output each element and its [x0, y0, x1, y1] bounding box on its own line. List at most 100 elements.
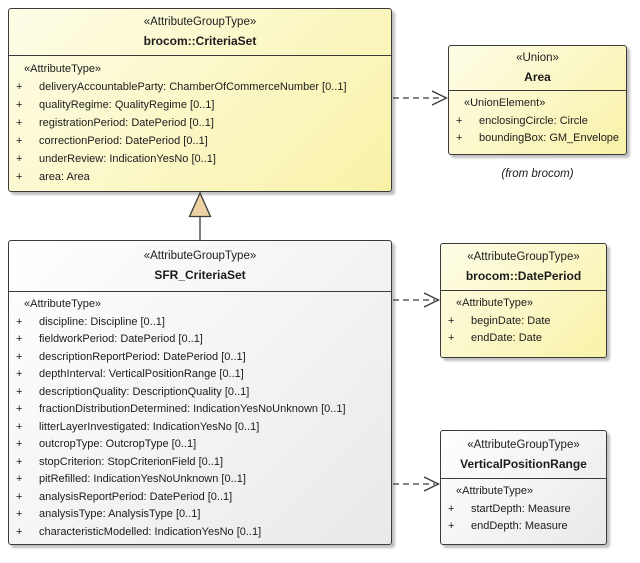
attribute-row: +area: Area [9, 168, 391, 186]
attribute-text: beginDate: Date [471, 314, 551, 327]
attribute-text: startDepth: Measure [471, 502, 571, 515]
class-header: «Union» Area [449, 46, 626, 91]
class-attribute-compartment: «AttributeType» + startDepth: Measure + end… [441, 479, 606, 536]
attribute-row: + correctionPeriod: DatePeriod [0..1] [9, 132, 391, 150]
class-name: Area [524, 70, 551, 84]
attribute-text: discipline: Discipline [0..1] [39, 315, 165, 328]
attribute-row: +registrationPeriod: DatePeriod [0..1] [9, 114, 391, 132]
class-box-brocom-criteriaset[interactable]: «AttributeGroupType» brocom::CriteriaSet… [8, 8, 392, 192]
attribute-text: qualityRegime: QualityRegime [0..1] [39, 99, 215, 111]
class-box-verticalpositionrange[interactable]: «AttributeGroupType» VerticalPositionRan… [440, 430, 607, 545]
attribute-text: fieldworkPeriod: DatePeriod [0..1] [39, 333, 203, 345]
dependency-arrow-criteriaset-to-area [393, 90, 448, 106]
visibility-marker: + [16, 403, 23, 415]
attribute-section-label: «UnionElement» [464, 97, 546, 109]
class-name: brocom::DatePeriod [465, 269, 582, 283]
attribute-text: stopCriterion: StopCriterionField [0..1] [39, 455, 224, 468]
attribute-text: descriptionQuality: DescriptionQuality [… [39, 385, 250, 398]
attribute-section-label: «AttributeType» [24, 298, 102, 310]
class-attribute-compartment: «AttributeType» + discipline: Discipline … [9, 292, 391, 541]
attribute-text: registrationPeriod: DatePeriod [0..1] [39, 117, 214, 129]
attribute-text: analysisReportPeriod: DatePeriod [0..1] [39, 490, 233, 503]
visibility-marker: + [448, 332, 455, 344]
dependency-arrow-sfr-to-dateperiod [393, 292, 440, 308]
attribute-text: correctionPeriod: DatePeriod [0..1] [39, 135, 208, 147]
attribute-list: + deliveryAccountableParty: ChamberOfComm… [9, 78, 391, 186]
attribute-section-label: «AttributeType» [456, 485, 534, 497]
class-header: «AttributeGroupType» SFR_CriteriaSet [9, 241, 391, 292]
visibility-marker: + [16, 438, 23, 450]
visibility-marker: + [16, 350, 23, 363]
attribute-text: depthInterval: VerticalPositionRange [0.… [39, 368, 244, 380]
attribute-text: outcropType: OutcropType [0..1] [39, 438, 197, 450]
class-header: «AttributeGroupType» brocom::CriteriaSet [9, 9, 391, 56]
attribute-row: +analysisType: AnalysisType [0..1] [9, 506, 391, 524]
visibility-marker: + [16, 420, 23, 433]
attribute-row: + deliveryAccountableParty: ChamberOfComm… [9, 78, 391, 96]
visibility-marker: + [448, 314, 455, 327]
attribute-section-label: «AttributeType» [456, 297, 534, 309]
attribute-row: + characteristicModelled: IndicationYesNo… [9, 524, 391, 542]
attribute-row: + descriptionReportPeriod: DatePeriod [0.… [9, 349, 391, 367]
visibility-marker: + [456, 114, 463, 127]
visibility-marker: + [16, 455, 23, 468]
visibility-marker: + [16, 135, 23, 147]
class-name: brocom::CriteriaSet [143, 34, 257, 48]
class-box-sfr-criteriaset[interactable]: «AttributeGroupType» SFR_CriteriaSet «At… [8, 240, 392, 545]
attribute-text: pitRefilled: IndicationYesNoUnknown [0..… [39, 473, 246, 485]
class-box-area[interactable]: «Union» Area «UnionElement» +enclosingCi… [448, 45, 627, 155]
attribute-text: boundingBox: GM_Envelope [479, 132, 620, 144]
attribute-row: +enclosingCircle: Circle [449, 113, 626, 131]
class-attribute-compartment: «UnionElement» +enclosingCircle: Circle+… [449, 91, 626, 148]
visibility-marker: + [16, 385, 23, 398]
visibility-marker: + [16, 508, 23, 520]
attribute-section-label: «AttributeType» [24, 63, 102, 75]
class-header: «AttributeGroupType» brocom::DatePeriod [441, 244, 606, 291]
attribute-row: + endDate: Date [441, 330, 606, 348]
visibility-marker: + [16, 171, 23, 183]
attribute-text: litterLayerInvestigated: IndicationYesNo… [39, 420, 260, 433]
class-stereotype: «AttributeGroupType» [467, 438, 580, 451]
attribute-row: + underReview: IndicationYesNo [0..1] [9, 150, 391, 168]
visibility-marker: + [448, 520, 455, 532]
attribute-row: + qualityRegime: QualityRegime [0..1] [9, 96, 391, 114]
attribute-text: deliveryAccountableParty: ChamberOfComme… [39, 81, 347, 93]
class-name: VerticalPositionRange [460, 456, 587, 471]
class-attribute-compartment: «AttributeType» + deliveryAccountablePart… [9, 56, 391, 186]
visibility-marker: + [16, 81, 23, 93]
visibility-marker: + [16, 368, 23, 380]
attribute-list: +enclosingCircle: Circle+boundingBox: GM… [449, 113, 626, 148]
class-stereotype: «AttributeGroupType» [143, 250, 257, 262]
visibility-marker: + [16, 473, 23, 485]
attribute-row: + pitRefilled: IndicationYesNoUnknown [0.… [9, 471, 391, 489]
attribute-list: + startDepth: Measure + endDepth: Measure [441, 501, 606, 536]
attribute-list: + discipline: Discipline [0..1] + fieldwork… [9, 314, 391, 542]
visibility-marker: + [16, 333, 23, 345]
attribute-row: + litterLayerInvestigated: IndicationYesN… [9, 419, 391, 437]
visibility-marker: + [16, 99, 23, 111]
attribute-row: + depthInterval: VerticalPositionRange [0… [9, 366, 391, 384]
from-package-note: (from brocom) [501, 168, 574, 180]
attribute-row: + endDepth: Measure [441, 518, 606, 536]
attribute-text: descriptionReportPeriod: DatePeriod [0..… [39, 350, 246, 363]
visibility-marker: + [16, 525, 23, 538]
attribute-text: endDepth: Measure [471, 520, 568, 532]
attribute-row: + fieldworkPeriod: DatePeriod [0..1] [9, 331, 391, 349]
attribute-row: + outcropType: OutcropType [0..1] [9, 436, 391, 454]
attribute-row: + fractionDistributionDetermined: Indicat… [9, 401, 391, 419]
visibility-marker: + [448, 502, 455, 515]
attribute-row: + stopCriterion: StopCriterionField [0..1… [9, 454, 391, 472]
dependency-arrow-sfr-to-verticalpositionrange [393, 476, 440, 492]
class-box-brocom-dateperiod[interactable]: «AttributeGroupType» brocom::DatePeriod … [440, 243, 607, 358]
attribute-row: +boundingBox: GM_Envelope [449, 130, 626, 148]
attribute-text: fractionDistributionDetermined: Indicati… [39, 403, 346, 415]
class-header: «AttributeGroupType» VerticalPositionRan… [441, 431, 606, 479]
class-stereotype: «AttributeGroupType» [143, 16, 257, 28]
attribute-list: + beginDate: Date + endDate: Date [441, 313, 606, 348]
attribute-text: underReview: IndicationYesNo [0..1] [39, 153, 216, 165]
attribute-row: + beginDate: Date [441, 313, 606, 331]
attribute-text: endDate: Date [471, 332, 542, 344]
visibility-marker: + [16, 153, 23, 165]
attribute-text: characteristicModelled: IndicationYesNo … [39, 525, 262, 538]
